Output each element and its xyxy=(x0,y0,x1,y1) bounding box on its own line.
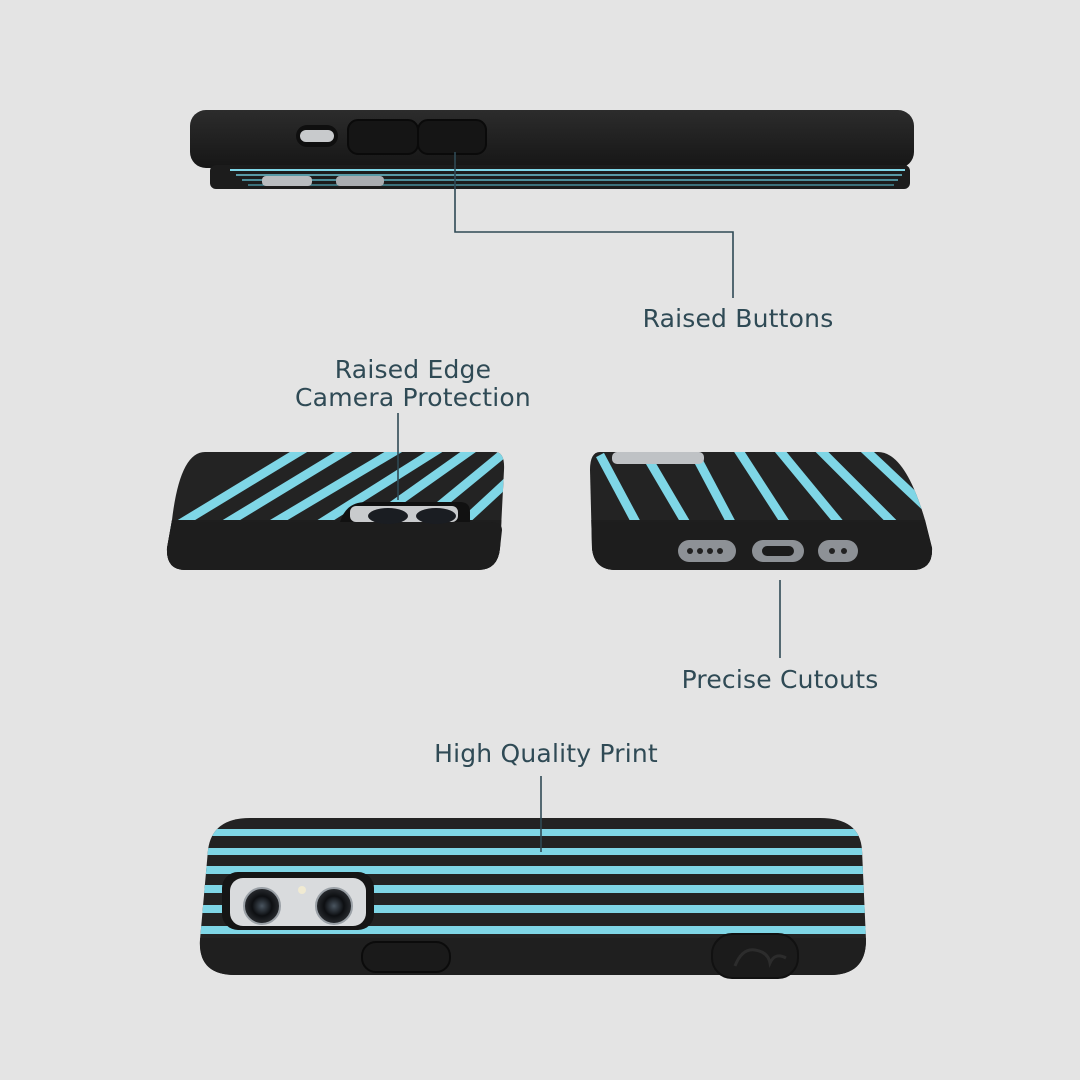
raised-side-button xyxy=(361,941,451,973)
speaker-cutout-left xyxy=(678,540,736,562)
raised-buttons-leader xyxy=(454,152,734,298)
raised-buttons-label: Raised Buttons xyxy=(620,305,856,333)
case-camera-edge-view xyxy=(166,452,505,570)
camera-label-line1: Raised Edge xyxy=(334,355,492,384)
case-back-view xyxy=(199,818,866,979)
pela-logo-emboss xyxy=(711,933,799,979)
camera-module xyxy=(222,872,374,930)
camera-label-line2: Camera Protection xyxy=(295,383,531,412)
charging-port-cutout xyxy=(752,540,804,562)
case-side-view xyxy=(190,110,914,189)
high-quality-print-label: High Quality Print xyxy=(416,740,676,768)
camera-protection-label: Raised Edge Camera Protection xyxy=(268,356,558,412)
case-bottom-edge-view xyxy=(590,452,933,570)
precise-cutouts-text: Precise Cutouts xyxy=(681,665,879,694)
raised-buttons-text: Raised Buttons xyxy=(642,304,834,333)
precise-cutouts-label: Precise Cutouts xyxy=(660,666,900,694)
high-quality-print-text: High Quality Print xyxy=(434,739,658,768)
callout-lines xyxy=(397,152,781,852)
mute-switch-cutout xyxy=(296,125,338,147)
speaker-cutout-right xyxy=(818,540,858,562)
camera-cutout-edge xyxy=(340,502,470,524)
raised-volume-buttons xyxy=(347,119,487,155)
